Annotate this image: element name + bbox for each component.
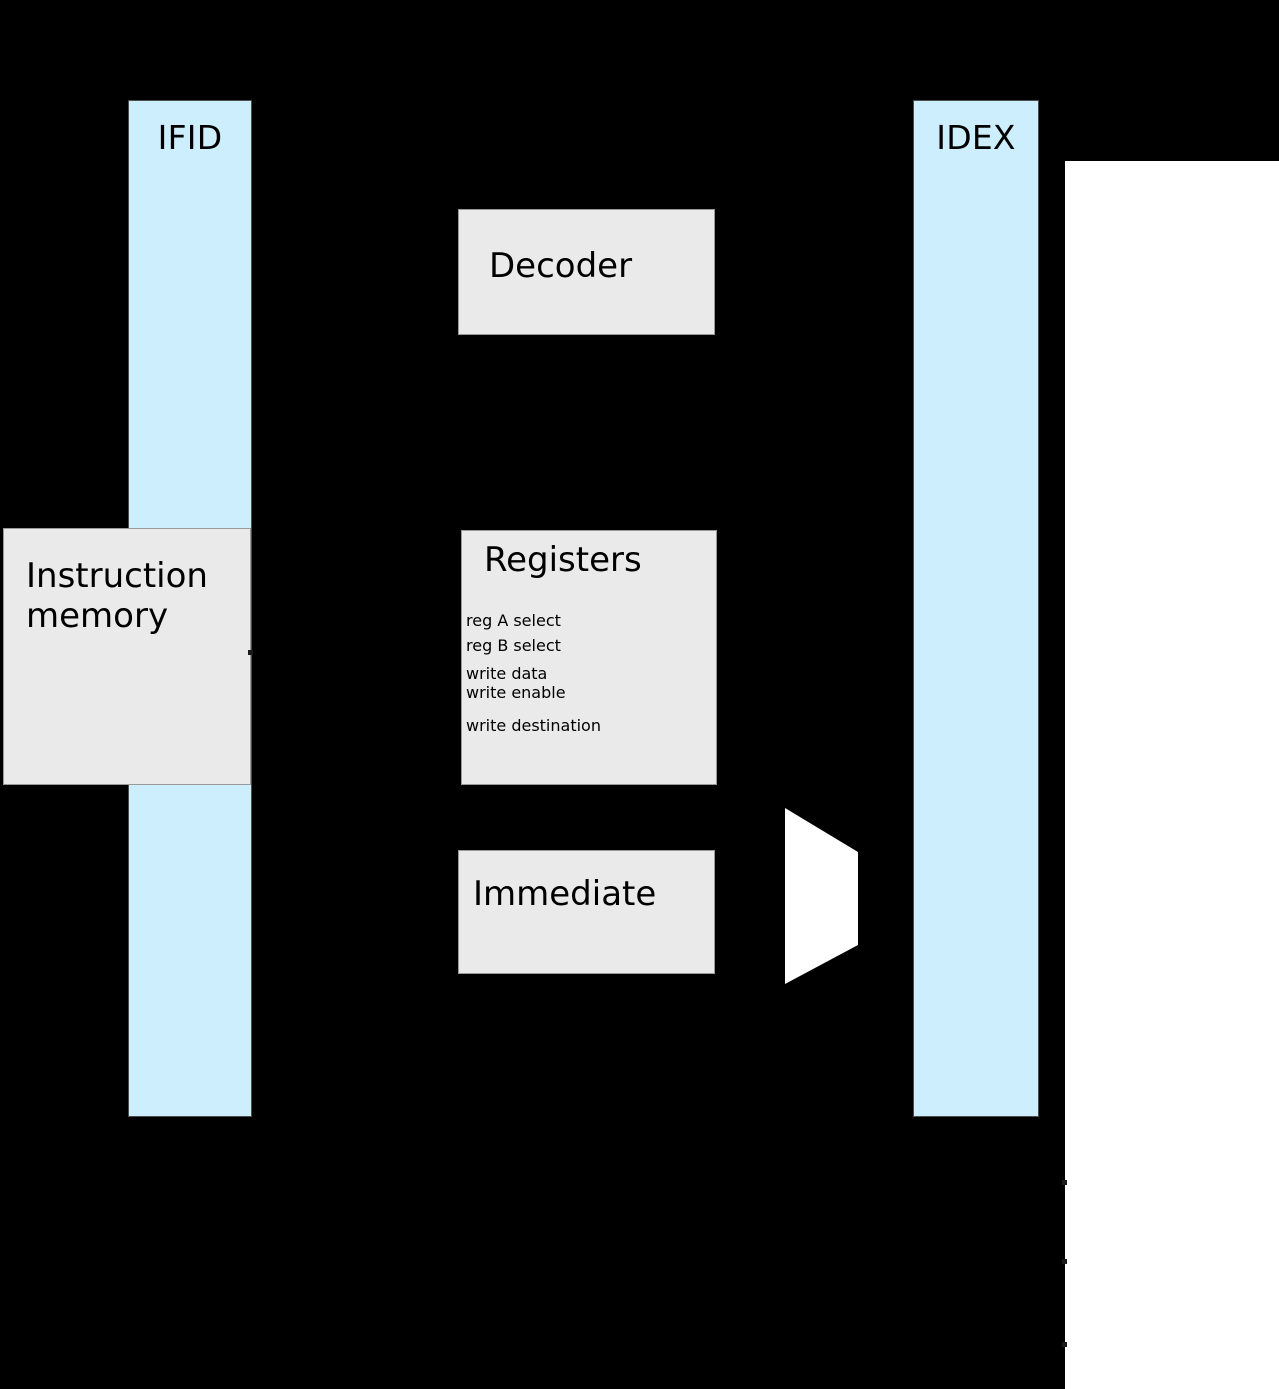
unit-registers[interactable]: Registers reg A select reg B select writ… (461, 530, 717, 785)
pipeline-register-idex[interactable]: IDEX (913, 100, 1039, 1117)
unit-immediate[interactable]: Immediate (458, 850, 715, 974)
unit-instruction-memory[interactable]: Instruction memory (3, 528, 251, 785)
pipeline-register-idex-label: IDEX (936, 118, 1016, 157)
registers-port-reg-b-select: reg B select (466, 636, 561, 655)
registers-port-write-data: write data (466, 664, 548, 683)
multiplexer-mux[interactable] (783, 806, 861, 986)
edge-port-tick-3 (1062, 1342, 1067, 1347)
edge-port-tick-2 (1062, 1259, 1067, 1264)
unit-registers-label: Registers (484, 540, 642, 580)
registers-port-write-destination: write destination (466, 716, 601, 735)
unit-decoder-label: Decoder (489, 246, 633, 286)
registers-port-write-enable: write enable (466, 683, 566, 702)
unit-immediate-label: Immediate (473, 874, 657, 914)
unit-decoder[interactable]: Decoder (458, 209, 715, 335)
pipeline-register-ifid-label: IFID (157, 118, 223, 157)
instruction-memory-output-port-tick (248, 650, 253, 655)
edge-port-tick-1 (1062, 1180, 1067, 1185)
registers-port-reg-a-select: reg A select (466, 611, 561, 630)
unit-instruction-memory-label: Instruction memory (26, 556, 208, 637)
diagram-backdrop-top-right (1065, 0, 1279, 161)
multiplexer-shape-icon (785, 808, 858, 984)
